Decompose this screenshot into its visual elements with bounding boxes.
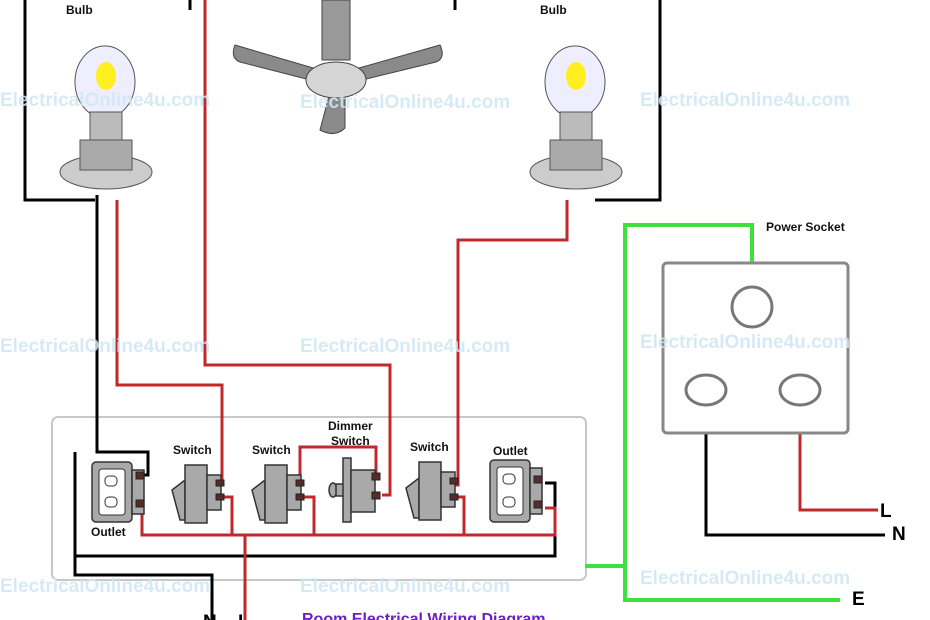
outlet-right-icon bbox=[489, 459, 543, 523]
socket-neutral bbox=[704, 395, 885, 537]
bulb-left-label: Bulb bbox=[66, 3, 93, 17]
supply-neutral-label: N bbox=[203, 612, 217, 620]
dimmer-link bbox=[298, 445, 378, 483]
switch-1-icon bbox=[171, 464, 225, 524]
outlet-left-icon bbox=[91, 461, 145, 523]
watermark: ElectricalOnline4u.com bbox=[300, 92, 510, 113]
switch-1-label: Switch bbox=[173, 443, 212, 457]
switch-2-icon bbox=[251, 464, 305, 524]
power-socket-icon bbox=[661, 261, 850, 435]
right-frame bbox=[595, 0, 662, 202]
live-wire-bulb-left bbox=[115, 200, 224, 480]
live-wire-fan bbox=[203, 0, 392, 497]
live-wire-bulb-right bbox=[452, 200, 569, 487]
left-frame bbox=[23, 0, 95, 202]
switch-3-icon bbox=[405, 461, 459, 521]
switch-board bbox=[51, 416, 587, 581]
power-socket-label: Power Socket bbox=[766, 220, 845, 234]
dimmer-switch-icon bbox=[328, 457, 381, 523]
diagram-title: Room Electrical Wiring Diagram bbox=[302, 611, 545, 620]
watermark: ElectricalOnline4u.com bbox=[0, 336, 210, 357]
ceiling-fan-icon bbox=[232, 0, 443, 134]
live-link bbox=[300, 495, 316, 535]
outlet-left-label: Outlet bbox=[91, 525, 126, 539]
dimmer-label: Dimmer bbox=[328, 419, 373, 433]
bulb-right-label: Bulb bbox=[540, 3, 567, 17]
watermarks: ElectricalOnline4u.com ElectricalOnline4… bbox=[0, 90, 850, 597]
socket-live-label: L bbox=[880, 501, 892, 522]
supply-live-label: L bbox=[238, 612, 250, 620]
watermark: ElectricalOnline4u.com bbox=[640, 90, 850, 111]
earth-label: E bbox=[852, 589, 865, 610]
watermark: ElectricalOnline4u.com bbox=[640, 332, 850, 353]
switch-3-label: Switch bbox=[410, 440, 449, 454]
earth-wire bbox=[623, 223, 840, 602]
outlet-right-label: Outlet bbox=[493, 444, 528, 458]
watermark: ElectricalOnline4u.com bbox=[300, 336, 510, 357]
socket-neutral-label: N bbox=[892, 524, 906, 545]
switch-2-label: Switch bbox=[252, 443, 291, 457]
live-link bbox=[222, 495, 234, 535]
live-bus bbox=[140, 505, 557, 537]
watermark: ElectricalOnline4u.com bbox=[640, 568, 850, 589]
neutral-bus bbox=[73, 452, 557, 558]
bulb-left-icon bbox=[59, 45, 153, 190]
watermark: ElectricalOnline4u.com bbox=[300, 576, 510, 597]
dimmer-label: Switch bbox=[331, 434, 370, 448]
neutral-supply bbox=[73, 556, 214, 620]
bulb-right-icon bbox=[529, 45, 623, 190]
watermark: ElectricalOnline4u.com bbox=[0, 576, 210, 597]
watermark: ElectricalOnline4u.com bbox=[0, 90, 210, 111]
neutral-wire-bulb bbox=[95, 195, 150, 477]
